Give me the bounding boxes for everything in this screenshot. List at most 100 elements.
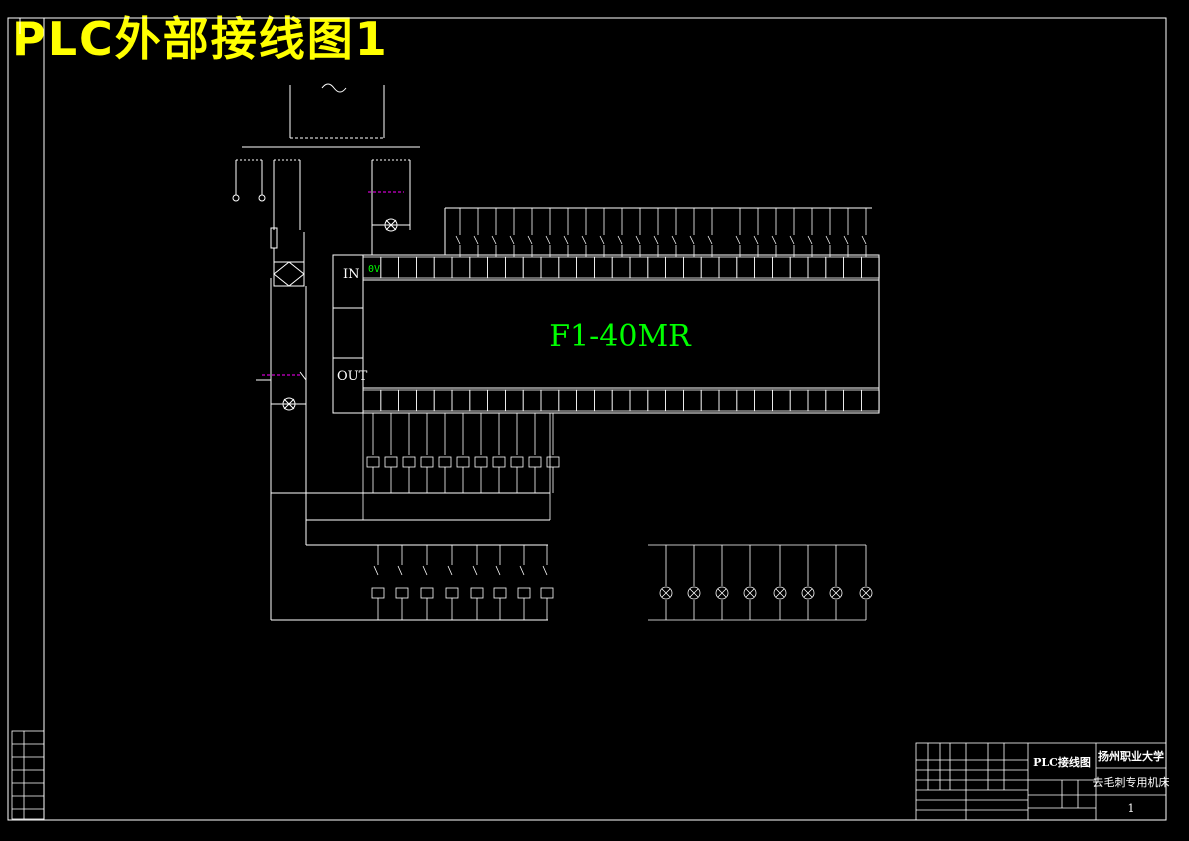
input-terminal [843, 256, 862, 279]
contact-blade [581, 235, 587, 245]
contact-blade [455, 235, 461, 245]
input-terminal [415, 256, 435, 279]
indicator-lamp [859, 586, 873, 600]
output-terminal [772, 389, 791, 412]
lamp-cross [661, 588, 671, 598]
contact-blade [789, 235, 795, 245]
contactor-blade [519, 565, 525, 576]
plc-input-terminals [362, 256, 880, 279]
plc-out-label: OUT [337, 369, 368, 384]
contactor-coil [420, 587, 434, 599]
contactor-blade [447, 565, 453, 576]
lamp-cross [775, 588, 785, 598]
contactor-coil [395, 587, 409, 599]
contact-blade [707, 235, 713, 245]
title-machine: 去毛刺专用机床 [1093, 775, 1170, 789]
plc-model: F1-40MR [549, 319, 692, 354]
contact-blade [509, 235, 515, 245]
indicator-lamp [801, 586, 815, 600]
output-terminal [594, 389, 613, 412]
relay-coil [438, 456, 452, 468]
output-terminal [362, 389, 382, 412]
input-terminal [469, 256, 488, 279]
contact-blade [653, 235, 659, 245]
output-terminal [736, 389, 755, 412]
output-terminal [415, 389, 435, 412]
output-terminal [504, 389, 524, 412]
output-terminal [665, 389, 684, 412]
relay-coil [546, 456, 560, 468]
output-terminal [825, 389, 844, 412]
contact-blade [843, 235, 849, 245]
output-terminal [487, 389, 506, 412]
output-terminal [629, 389, 649, 412]
lamp-cross [689, 588, 699, 598]
relay-coil [492, 456, 506, 468]
sheet-border [7, 17, 1167, 821]
input-terminal [558, 256, 577, 279]
relay-coil [456, 456, 470, 468]
relay-coil [474, 456, 488, 468]
output-terminal [540, 389, 560, 412]
contact-blade [617, 235, 623, 245]
lamp-cross [717, 588, 727, 598]
relay-coil [420, 456, 434, 468]
contactor-coil [493, 587, 507, 599]
dashed-link [262, 191, 404, 376]
output-terminal [700, 389, 720, 412]
contact-blade [545, 235, 551, 245]
output-terminal [576, 389, 595, 412]
title-sheet-number: 1 [1128, 802, 1135, 815]
contactor-coil [371, 587, 385, 599]
output-terminal [683, 389, 702, 412]
power-circuit [256, 227, 550, 621]
drawing-title: PLC外部接线图1 [12, 12, 389, 66]
contactor-coil [445, 587, 459, 599]
input-terminal [647, 256, 666, 279]
contact-blade [771, 235, 777, 245]
contact-blade [807, 235, 813, 245]
output-terminal [647, 389, 666, 412]
indicator-lamp [659, 586, 673, 600]
contact-blade [635, 235, 641, 245]
contact-blade [825, 235, 831, 245]
lamp-hl3 [371, 190, 872, 255]
input-terminal [700, 256, 720, 279]
output-terminal [558, 389, 577, 412]
relay-coils [362, 413, 560, 520]
plc-in-label: IN [343, 267, 360, 282]
title-block [915, 742, 1167, 821]
input-terminal [861, 256, 880, 279]
relay-coil [366, 456, 380, 468]
lamp-cross [745, 588, 755, 598]
plc-body [332, 254, 880, 414]
indicator-lamp [687, 586, 701, 600]
input-terminal [789, 256, 809, 279]
contact-blade [527, 235, 533, 245]
output-terminal [398, 389, 417, 412]
side-info-table [11, 730, 45, 820]
lamp-cross [803, 588, 813, 598]
contactor-blade [542, 565, 548, 576]
input-terminal [540, 256, 560, 279]
input-terminal [522, 256, 542, 279]
input-terminal [594, 256, 613, 279]
contact-blade [753, 235, 759, 245]
input-terminal [629, 256, 649, 279]
contactor-coil [517, 587, 531, 599]
input-terminal [576, 256, 595, 279]
contactor-blade [397, 565, 403, 576]
input-terminal [736, 256, 755, 279]
contactor-coil [470, 587, 484, 599]
contact-blade [735, 235, 741, 245]
input-terminal [683, 256, 702, 279]
indicator-lamp [715, 586, 729, 600]
output-terminal [611, 389, 631, 412]
indicator-lamp [829, 586, 843, 600]
indicator-lamp-row [648, 544, 873, 621]
plc-output-terminals [362, 389, 880, 412]
input-terminal [718, 256, 738, 279]
output-terminal [789, 389, 809, 412]
input-terminal [611, 256, 631, 279]
input-terminal [380, 256, 399, 279]
